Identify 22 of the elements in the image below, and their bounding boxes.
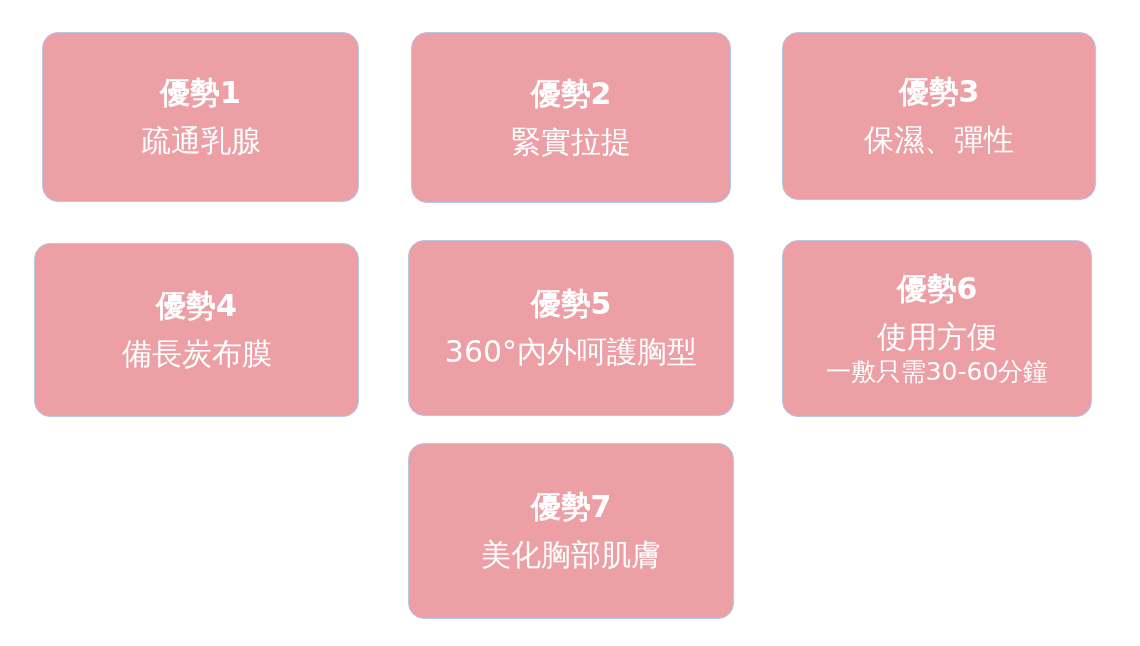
advantage-heading: 優勢2 xyxy=(530,75,612,112)
advantage-text: 使用方便 xyxy=(877,318,997,355)
advantage-card xyxy=(408,240,734,416)
advantage-card xyxy=(782,32,1096,200)
advantage-text: 保濕、彈性 xyxy=(864,122,1014,158)
advantage-heading: 優勢7 xyxy=(530,489,612,525)
advantage-text: 備長炭布膜 xyxy=(121,336,272,372)
advantage-note: 一敷只需30-60分鐘 xyxy=(825,356,1049,387)
advantage-text: 緊實拉提 xyxy=(511,123,631,160)
advantage-text: 疏通乳腺 xyxy=(140,123,261,159)
advantage-text: 360°內外呵護胸型 xyxy=(444,334,698,370)
advantage-heading: 優勢3 xyxy=(898,74,980,110)
advantage-text: 美化胸部肌膚 xyxy=(481,537,661,573)
advantage-heading: 優勢4 xyxy=(156,288,237,324)
advantage-card xyxy=(34,243,359,417)
advantage-heading: 優勢1 xyxy=(160,75,241,111)
advantage-card xyxy=(782,240,1092,417)
advantage-card xyxy=(411,32,731,203)
advantage-heading: 優勢6 xyxy=(896,270,978,307)
advantage-heading: 優勢5 xyxy=(530,286,612,322)
advantage-card xyxy=(42,32,359,202)
advantage-card xyxy=(408,443,734,619)
